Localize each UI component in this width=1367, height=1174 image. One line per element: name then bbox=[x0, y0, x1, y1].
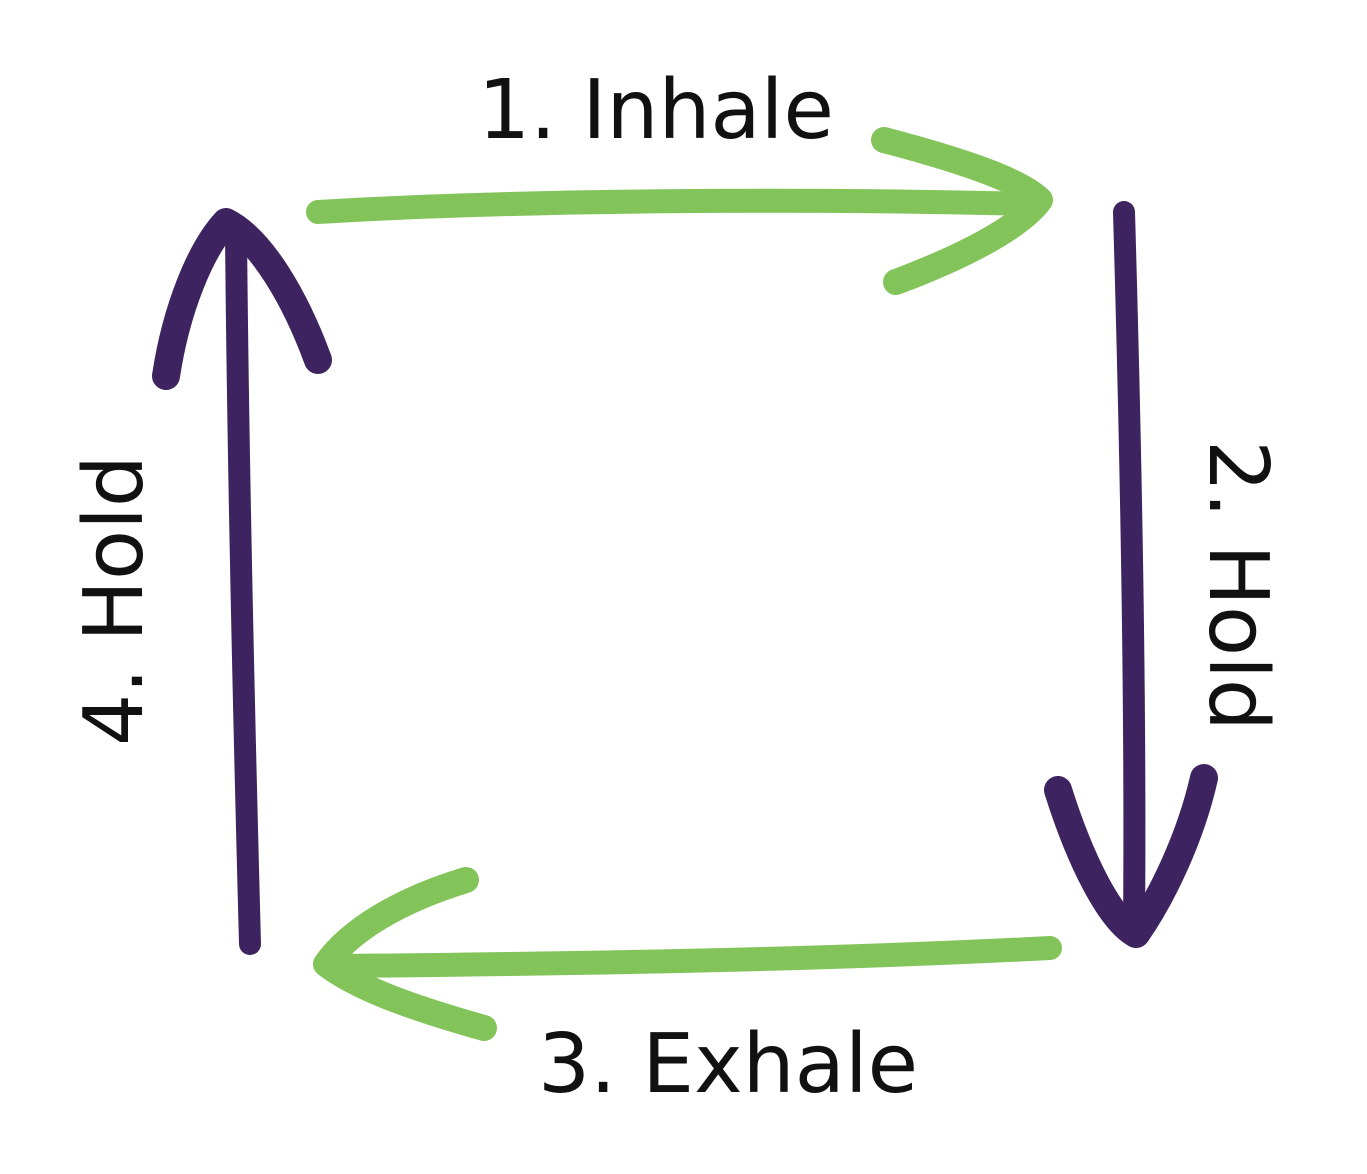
arrow-hold-right-head bbox=[1044, 764, 1218, 948]
arrow-exhale-head bbox=[313, 867, 497, 1041]
arrow-exhale bbox=[313, 867, 1062, 1041]
arrow-hold-right-shaft bbox=[1113, 201, 1146, 939]
arrow-hold-right bbox=[1044, 201, 1218, 948]
arrow-hold-left-shaft bbox=[225, 221, 261, 955]
arrow-inhale bbox=[306, 127, 1053, 295]
arrow-exhale-shaft bbox=[324, 936, 1062, 978]
arrow-inhale-shaft bbox=[306, 188, 1042, 224]
label-step-1: 1. Inhale bbox=[478, 63, 834, 158]
label-step-4: 4. Hold bbox=[67, 455, 162, 746]
arrow-hold-left-head bbox=[152, 208, 332, 390]
arrow-hold-left bbox=[152, 208, 332, 955]
label-step-2: 2. Hold bbox=[1190, 440, 1285, 731]
label-step-3: 3. Exhale bbox=[538, 1017, 918, 1112]
arrow-inhale-head bbox=[871, 127, 1053, 295]
